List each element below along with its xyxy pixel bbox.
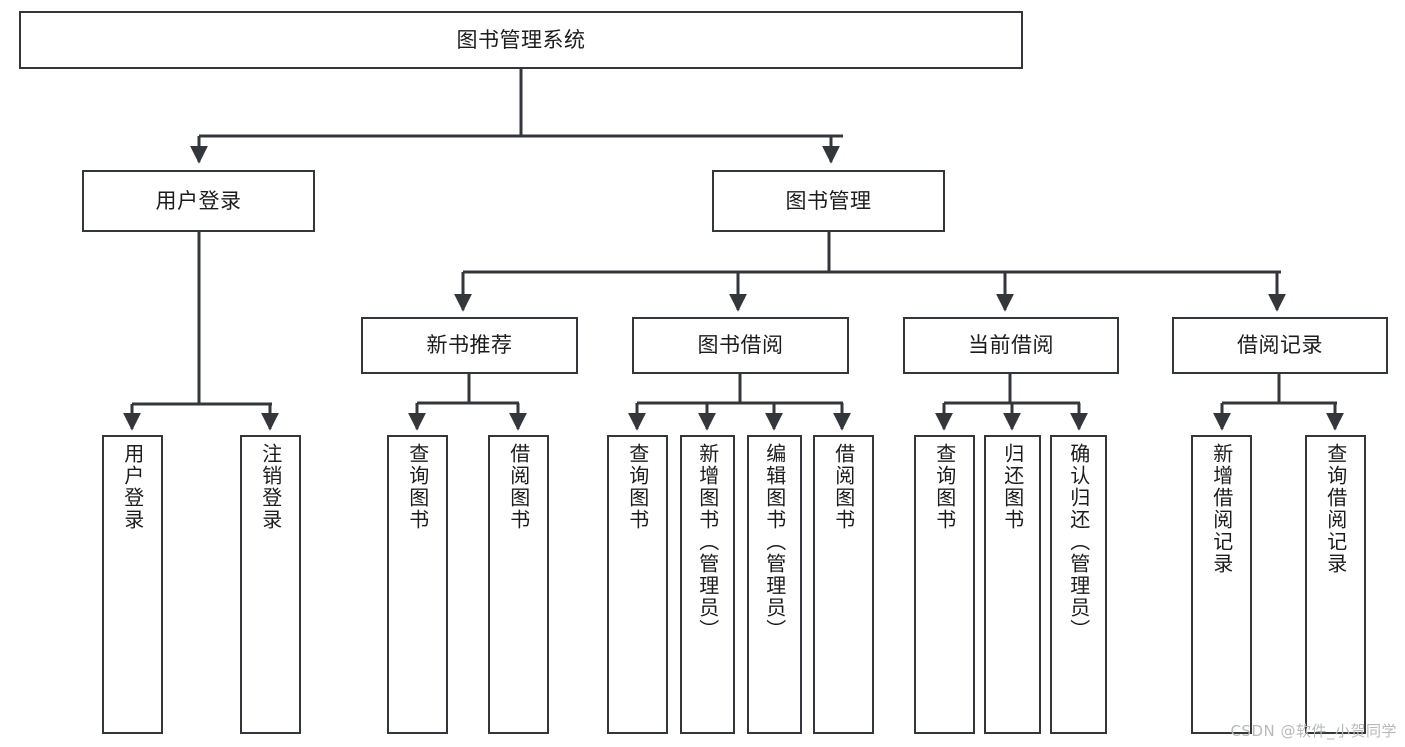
node-leaf-confirm-return-label: 确认归还（管理员）: [1066, 443, 1091, 641]
node-leaf-edit-book[interactable]: 编辑图书（管理员）: [747, 435, 802, 734]
node-leaf-user-login[interactable]: 用户登录: [102, 435, 163, 734]
node-leaf-borrow-book-2-label: 借阅图书: [831, 443, 856, 531]
node-leaf-query-book-3-label: 查询图书: [932, 443, 957, 531]
node-root[interactable]: 图书管理系统: [19, 11, 1023, 69]
node-leaf-add-record-label: 新增借阅记录: [1209, 443, 1234, 575]
node-leaf-add-book-label: 新增图书（管理员）: [695, 443, 720, 641]
node-current-borrow-label: 当前借阅: [968, 333, 1054, 358]
node-book-borrow[interactable]: 图书借阅: [632, 317, 849, 374]
node-leaf-add-book[interactable]: 新增图书（管理员）: [680, 435, 735, 734]
node-book-borrow-label: 图书借阅: [697, 333, 784, 358]
node-leaf-query-book-2-label: 查询图书: [625, 443, 650, 531]
node-new-book-rec-label: 新书推荐: [426, 333, 513, 358]
node-borrow-record[interactable]: 借阅记录: [1172, 317, 1388, 374]
node-root-label: 图书管理系统: [456, 27, 586, 52]
node-leaf-query-book-1-label: 查询图书: [405, 443, 430, 531]
csdn-watermark: CSDN @软件_小贺同学: [1230, 722, 1397, 740]
node-book-manage-label: 图书管理: [785, 188, 872, 213]
node-user-login[interactable]: 用户登录: [82, 170, 315, 232]
node-leaf-logout[interactable]: 注销登录: [240, 435, 301, 734]
node-leaf-user-login-label: 用户登录: [120, 443, 145, 531]
node-leaf-query-record-label: 查询借阅记录: [1323, 443, 1348, 575]
node-book-manage[interactable]: 图书管理: [712, 170, 945, 232]
node-borrow-record-label: 借阅记录: [1237, 333, 1323, 358]
node-leaf-edit-book-label: 编辑图书（管理员）: [762, 443, 787, 641]
node-current-borrow[interactable]: 当前借阅: [903, 317, 1119, 374]
node-new-book-rec[interactable]: 新书推荐: [361, 317, 578, 374]
node-leaf-return-book-label: 归还图书: [1000, 443, 1025, 531]
node-leaf-logout-label: 注销登录: [258, 443, 283, 531]
node-leaf-borrow-book-2[interactable]: 借阅图书: [813, 435, 874, 734]
node-leaf-borrow-book-1[interactable]: 借阅图书: [488, 435, 549, 734]
node-leaf-query-book-1[interactable]: 查询图书: [387, 435, 448, 734]
node-leaf-query-record[interactable]: 查询借阅记录: [1305, 435, 1366, 734]
node-leaf-query-book-2[interactable]: 查询图书: [607, 435, 668, 734]
node-leaf-borrow-book-1-label: 借阅图书: [506, 443, 531, 531]
node-leaf-return-book[interactable]: 归还图书: [984, 435, 1041, 734]
node-user-login-label: 用户登录: [155, 188, 242, 213]
node-leaf-add-record[interactable]: 新增借阅记录: [1191, 435, 1252, 734]
node-leaf-query-book-3[interactable]: 查询图书: [914, 435, 975, 734]
node-leaf-confirm-return[interactable]: 确认归还（管理员）: [1050, 435, 1107, 734]
